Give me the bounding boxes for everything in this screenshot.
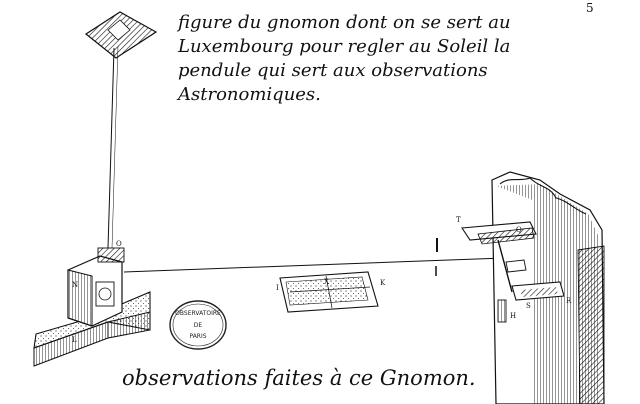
label-r: R xyxy=(566,297,572,305)
label-k: K xyxy=(380,279,386,287)
page-number: 5 xyxy=(586,1,594,15)
right-wall xyxy=(461,171,605,404)
plumb-line xyxy=(107,47,115,249)
library-stamp: OBSERVATOIRE DE PARIS xyxy=(169,300,227,350)
title-line-3: pendule qui sert aux observations xyxy=(178,60,488,81)
label-l: L xyxy=(72,336,77,344)
bottom-caption: observations faites à ce Gnomon. xyxy=(122,366,476,390)
sight-line xyxy=(123,257,505,273)
label-i: I xyxy=(276,284,279,292)
gnomon-plate xyxy=(84,11,158,59)
title-line-4: Astronomiques. xyxy=(178,84,321,105)
label-n: N xyxy=(72,281,78,289)
title-line-1: figure du gnomon dont on se sert au xyxy=(178,12,511,33)
stamp-text-bottom: PARIS xyxy=(189,333,206,340)
label-q: Q xyxy=(516,226,522,234)
label-h: H xyxy=(510,312,516,320)
label-t: T xyxy=(456,216,461,224)
label-s: S xyxy=(526,302,531,310)
title-line-2: Luxembourg pour regler au Soleil la xyxy=(178,36,511,57)
left-stone-block xyxy=(33,247,151,367)
plumb-line-thin xyxy=(111,45,119,249)
stamp-text-middle: DE xyxy=(194,322,203,329)
label-o: O xyxy=(116,240,122,248)
ground-plate xyxy=(279,271,379,313)
stamp-text-top: OBSERVATOIRE xyxy=(175,310,221,317)
label-x: X xyxy=(324,278,329,286)
